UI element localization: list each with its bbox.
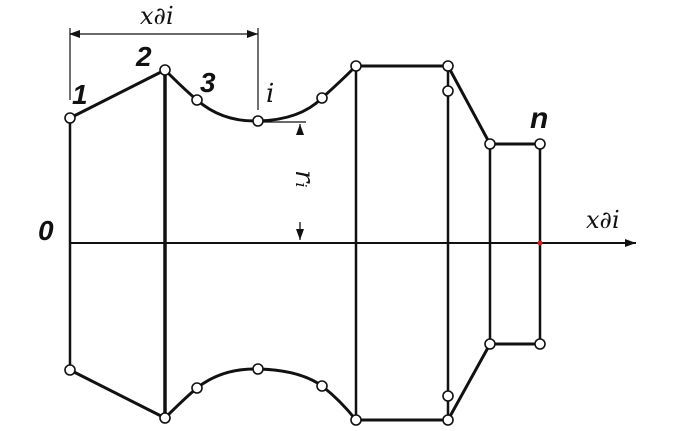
node-1-bottom xyxy=(64,364,76,376)
node-bottom-a xyxy=(316,380,328,392)
node-top-b xyxy=(350,60,362,72)
node-bottom-d xyxy=(442,390,454,402)
label-node-i: i xyxy=(266,79,274,109)
label-origin: 0 xyxy=(38,215,54,246)
node-n-bottom xyxy=(534,338,546,350)
node-2-top xyxy=(159,64,171,76)
node-2-bottom xyxy=(159,412,171,424)
node-top-d xyxy=(442,85,454,97)
node-top-e xyxy=(484,138,496,150)
label-axis-x: x∂i xyxy=(586,206,620,234)
node-top-a xyxy=(316,92,328,104)
node-i-top xyxy=(252,115,264,127)
label-node-n: n xyxy=(530,102,548,135)
node-bottom-b xyxy=(350,414,362,426)
lower-contour xyxy=(69,342,540,422)
node-top-c xyxy=(442,60,454,72)
label-radius: rᵢ xyxy=(289,170,319,188)
axis-end-marker xyxy=(537,240,543,246)
label-dim-top: x∂i xyxy=(140,2,174,30)
node-3-bottom xyxy=(191,382,203,394)
label-node-3: 3 xyxy=(200,67,216,98)
node-3-top xyxy=(191,94,203,106)
node-1-top xyxy=(64,112,76,124)
node-bottom-e xyxy=(484,338,496,350)
node-n-top xyxy=(534,138,546,150)
node-bottom-c xyxy=(442,414,454,426)
upper-contour xyxy=(69,64,540,146)
node-i-bottom xyxy=(252,363,264,375)
label-node-2: 2 xyxy=(135,41,152,72)
label-node-1: 1 xyxy=(72,79,88,110)
nodes xyxy=(64,60,546,426)
